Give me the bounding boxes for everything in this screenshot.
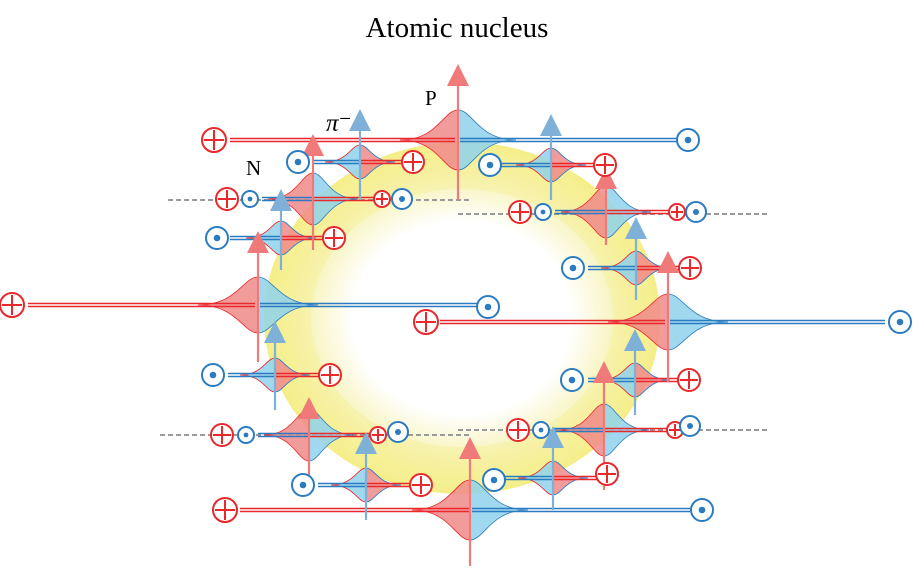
- electron-icon-core: [540, 209, 546, 215]
- electron-icon-core: [243, 432, 249, 438]
- wave-packet-left: [245, 220, 282, 256]
- electron-icon-core: [299, 481, 307, 489]
- wave-packet-left: [263, 408, 310, 462]
- wave-packet-left: [330, 467, 367, 503]
- wave-packet-left: [197, 276, 259, 334]
- electron-icon-core: [569, 264, 577, 272]
- electron-icon-core: [693, 209, 699, 215]
- wave-packet-right: [667, 293, 729, 351]
- electron-icon-core: [294, 158, 302, 166]
- electron-icon-core: [698, 506, 706, 514]
- electron-icon-core: [486, 161, 494, 169]
- electron-icon-core: [687, 423, 693, 429]
- pion-label: π⁻: [326, 110, 352, 137]
- proton-label: P: [425, 86, 437, 110]
- electron-icon-core: [209, 371, 217, 379]
- wave-packet-left: [239, 357, 276, 393]
- wave-packet-right: [634, 362, 671, 398]
- electron-icon-core: [399, 196, 405, 202]
- electron-icon-core: [247, 196, 253, 202]
- diagram-title: Atomic nucleus: [365, 12, 549, 44]
- electron-icon-core: [395, 429, 401, 435]
- neutron-label: N: [246, 156, 262, 180]
- electron-icon-core: [684, 136, 692, 144]
- electron-icon-core: [484, 303, 492, 311]
- electron-icon-core: [213, 234, 221, 242]
- electron-icon-core: [538, 427, 544, 433]
- wave-packet-right: [552, 460, 589, 496]
- electron-icon-core: [490, 476, 498, 484]
- electron-icon-core: [568, 376, 576, 384]
- wave-packet-left: [267, 172, 314, 226]
- electron-icon-core: [896, 318, 904, 326]
- wave-packet-left: [324, 144, 361, 180]
- nucleus-ring: [264, 142, 660, 494]
